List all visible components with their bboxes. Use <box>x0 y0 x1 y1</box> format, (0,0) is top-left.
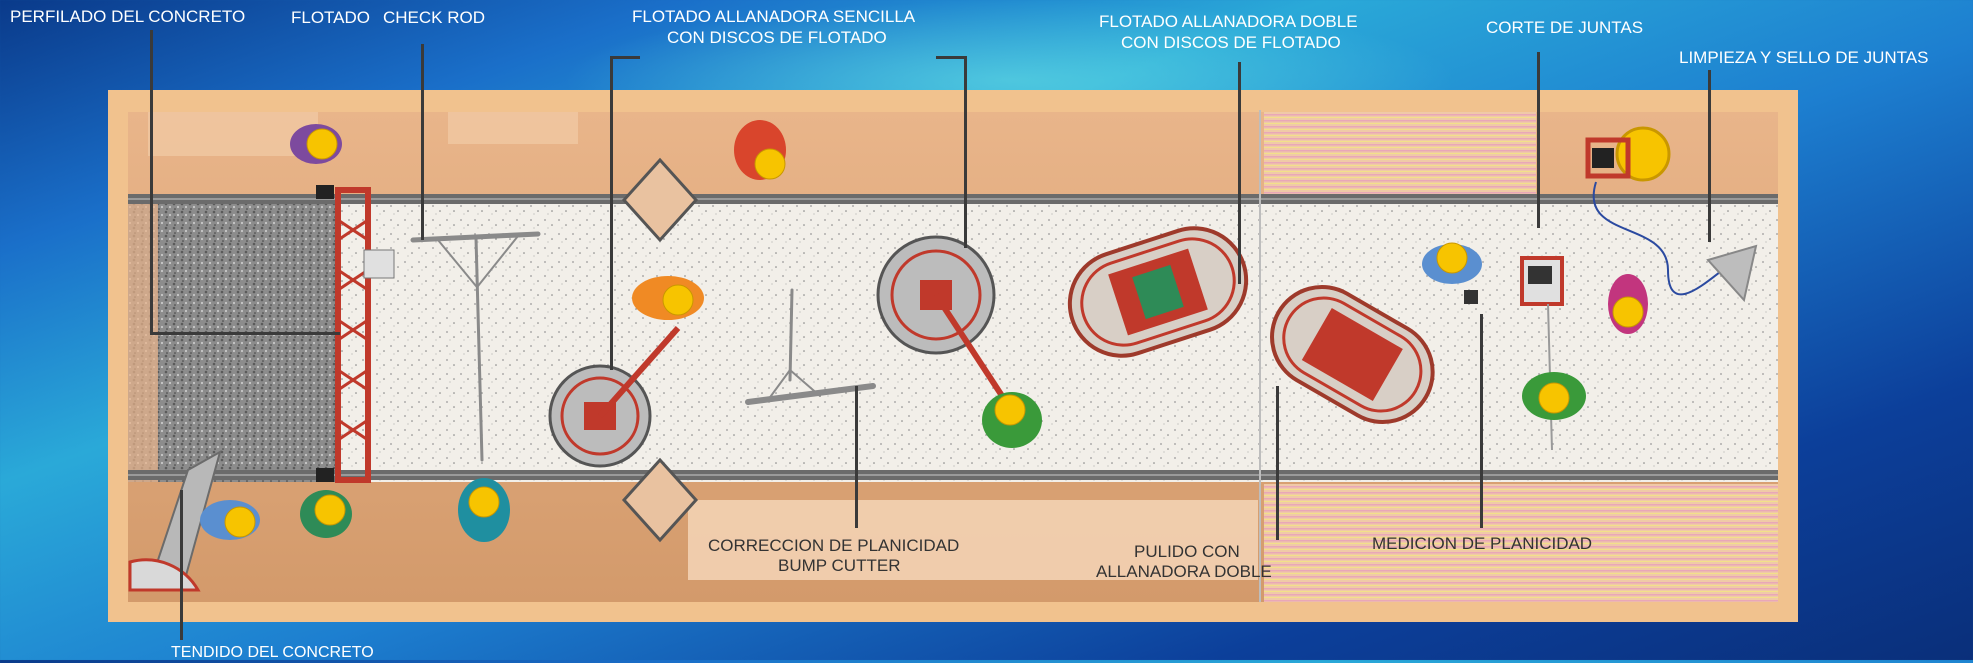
label-medicion: MEDICION DE PLANICIDAD <box>1372 534 1593 553</box>
label-doble-1: FLOTADO ALLANADORA DOBLE <box>1099 12 1358 31</box>
worker-icon <box>1522 372 1586 420</box>
label-limpieza: LIMPIEZA Y SELLO DE JUNTAS <box>1679 48 1929 67</box>
worker-icon <box>632 276 704 320</box>
screed-machine-icon <box>316 185 395 483</box>
construction-process-illustration <box>128 110 1778 602</box>
cured-slab-bottom <box>1264 484 1778 602</box>
blockout-diamond-top <box>621 157 699 243</box>
funnel-icon <box>1706 244 1758 303</box>
fresh-concrete <box>128 202 340 482</box>
label-check-rod: CHECK ROD <box>383 8 486 27</box>
trowel-single-icon <box>876 235 1011 407</box>
leader-sencilla-right-v <box>964 56 967 248</box>
label-sencilla-2: CON DISCOS DE FLOTADO <box>667 28 887 47</box>
cured-slab-top <box>1264 112 1536 198</box>
worker-icon <box>1422 242 1482 284</box>
worker-icon <box>200 500 260 540</box>
label-sencilla-1: FLOTADO ALLANADORA SENCILLA <box>632 7 916 26</box>
leader-sencilla-left-h <box>610 56 640 59</box>
worker-icon <box>300 490 352 538</box>
worker-icon <box>982 392 1042 448</box>
trowel-double-icon <box>1270 285 1435 424</box>
saw-cutter-icon <box>1520 256 1564 451</box>
worker-icon <box>458 478 510 542</box>
leader-sencilla-right-h <box>936 56 966 59</box>
label-tendido: TENDIDO DEL CONCRETO <box>171 644 374 661</box>
sealant-cart-icon <box>1585 126 1729 296</box>
leader-perfilado-v <box>150 30 153 335</box>
label-corte: CORTE DE JUNTAS <box>1486 18 1644 37</box>
worker-icon <box>1608 274 1648 334</box>
bump-cutter-icon <box>745 288 876 405</box>
trowel-double-icon <box>1067 226 1249 358</box>
worker-icon <box>734 120 786 180</box>
label-pulido-2: ALLANADORA DOBLE <box>1096 562 1272 581</box>
label-flotado: FLOTADO <box>291 8 371 27</box>
leader-perfilado-h <box>150 332 340 335</box>
trowel-single-icon <box>548 326 681 468</box>
worker-icon <box>290 124 342 164</box>
label-pulido-1: PULIDO CON <box>1134 542 1240 561</box>
leader-sencilla-left-v <box>610 56 613 370</box>
blockout-diamond-bottom <box>621 457 699 543</box>
check-rod-icon <box>410 231 541 462</box>
illustration-frame <box>108 90 1798 622</box>
leader-bump <box>855 386 858 528</box>
leader-corte <box>1537 52 1540 228</box>
leader-check-rod <box>421 44 424 240</box>
leader-tendido <box>180 490 183 640</box>
profilograph-icon <box>1464 290 1478 304</box>
label-bump-1: CORRECCION DE PLANICIDAD <box>708 536 960 555</box>
leader-doble <box>1238 62 1241 284</box>
leader-medicion <box>1480 314 1483 528</box>
leader-pulido <box>1276 386 1279 540</box>
label-perfilado: PERFILADO DEL CONCRETO <box>10 7 246 26</box>
label-doble-2: CON DISCOS DE FLOTADO <box>1121 33 1341 52</box>
label-bump-2: BUMP CUTTER <box>778 556 901 575</box>
leader-limpieza <box>1708 70 1711 242</box>
